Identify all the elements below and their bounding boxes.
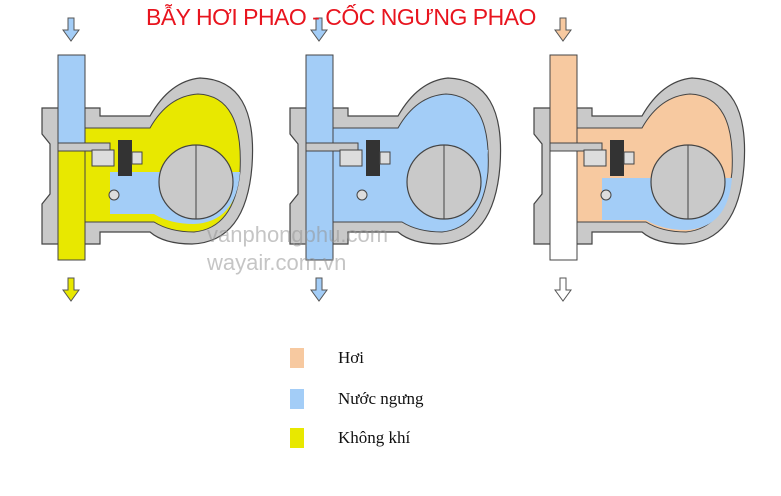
legend-swatch-air bbox=[290, 428, 304, 448]
main-valve bbox=[108, 189, 120, 201]
valve-seat bbox=[91, 149, 115, 167]
valve-nut bbox=[379, 151, 391, 165]
legend-item-air: Không khí bbox=[290, 428, 410, 448]
legend-swatch-steam bbox=[290, 348, 304, 368]
inlet-arrow-icon bbox=[310, 17, 328, 42]
valve-nut bbox=[623, 151, 635, 165]
trap-illustrations bbox=[41, 17, 746, 302]
diagram-title: BẪY HƠI PHAO - CỐC NGƯNG PHAO bbox=[146, 4, 536, 30]
trap-condensate-discharge bbox=[289, 17, 502, 302]
outlet-arrow-icon bbox=[310, 277, 328, 302]
inlet-pipe bbox=[57, 54, 86, 146]
outlet-arrow-icon bbox=[554, 277, 572, 302]
bimetal-element bbox=[118, 140, 132, 176]
seat-divider bbox=[57, 142, 111, 152]
legend-label: Không khí bbox=[338, 428, 411, 447]
legend-label: Hơi bbox=[338, 348, 364, 367]
bimetal-element bbox=[610, 140, 624, 176]
bimetal-element bbox=[366, 140, 380, 176]
inlet-arrow-icon bbox=[62, 17, 80, 42]
legend-item-steam: Hơi bbox=[290, 348, 364, 368]
main-valve bbox=[356, 189, 368, 201]
legend-swatch-condensate bbox=[290, 389, 304, 409]
outlet-pipe bbox=[305, 144, 334, 261]
outlet-pipe bbox=[57, 144, 86, 261]
seat-divider bbox=[549, 142, 603, 152]
valve-seat bbox=[583, 149, 607, 167]
inlet-pipe bbox=[305, 54, 334, 146]
valve-seat bbox=[339, 149, 363, 167]
legend-label: Nước ngưng bbox=[338, 389, 424, 408]
legend-item-condensate: Nước ngưng bbox=[290, 389, 424, 409]
watermark-1: vanphongphu.com bbox=[207, 222, 389, 247]
trap-air-venting bbox=[41, 17, 254, 302]
inlet-pipe bbox=[549, 54, 578, 146]
main-valve bbox=[600, 189, 612, 201]
watermark-2: wayair.com.vn bbox=[207, 250, 347, 275]
outlet-arrow-icon bbox=[62, 277, 80, 302]
valve-nut bbox=[131, 151, 143, 165]
outlet-pipe bbox=[549, 144, 578, 261]
trap-steam-closed bbox=[533, 17, 746, 302]
seat-divider bbox=[305, 142, 359, 152]
inlet-arrow-icon bbox=[554, 17, 572, 42]
